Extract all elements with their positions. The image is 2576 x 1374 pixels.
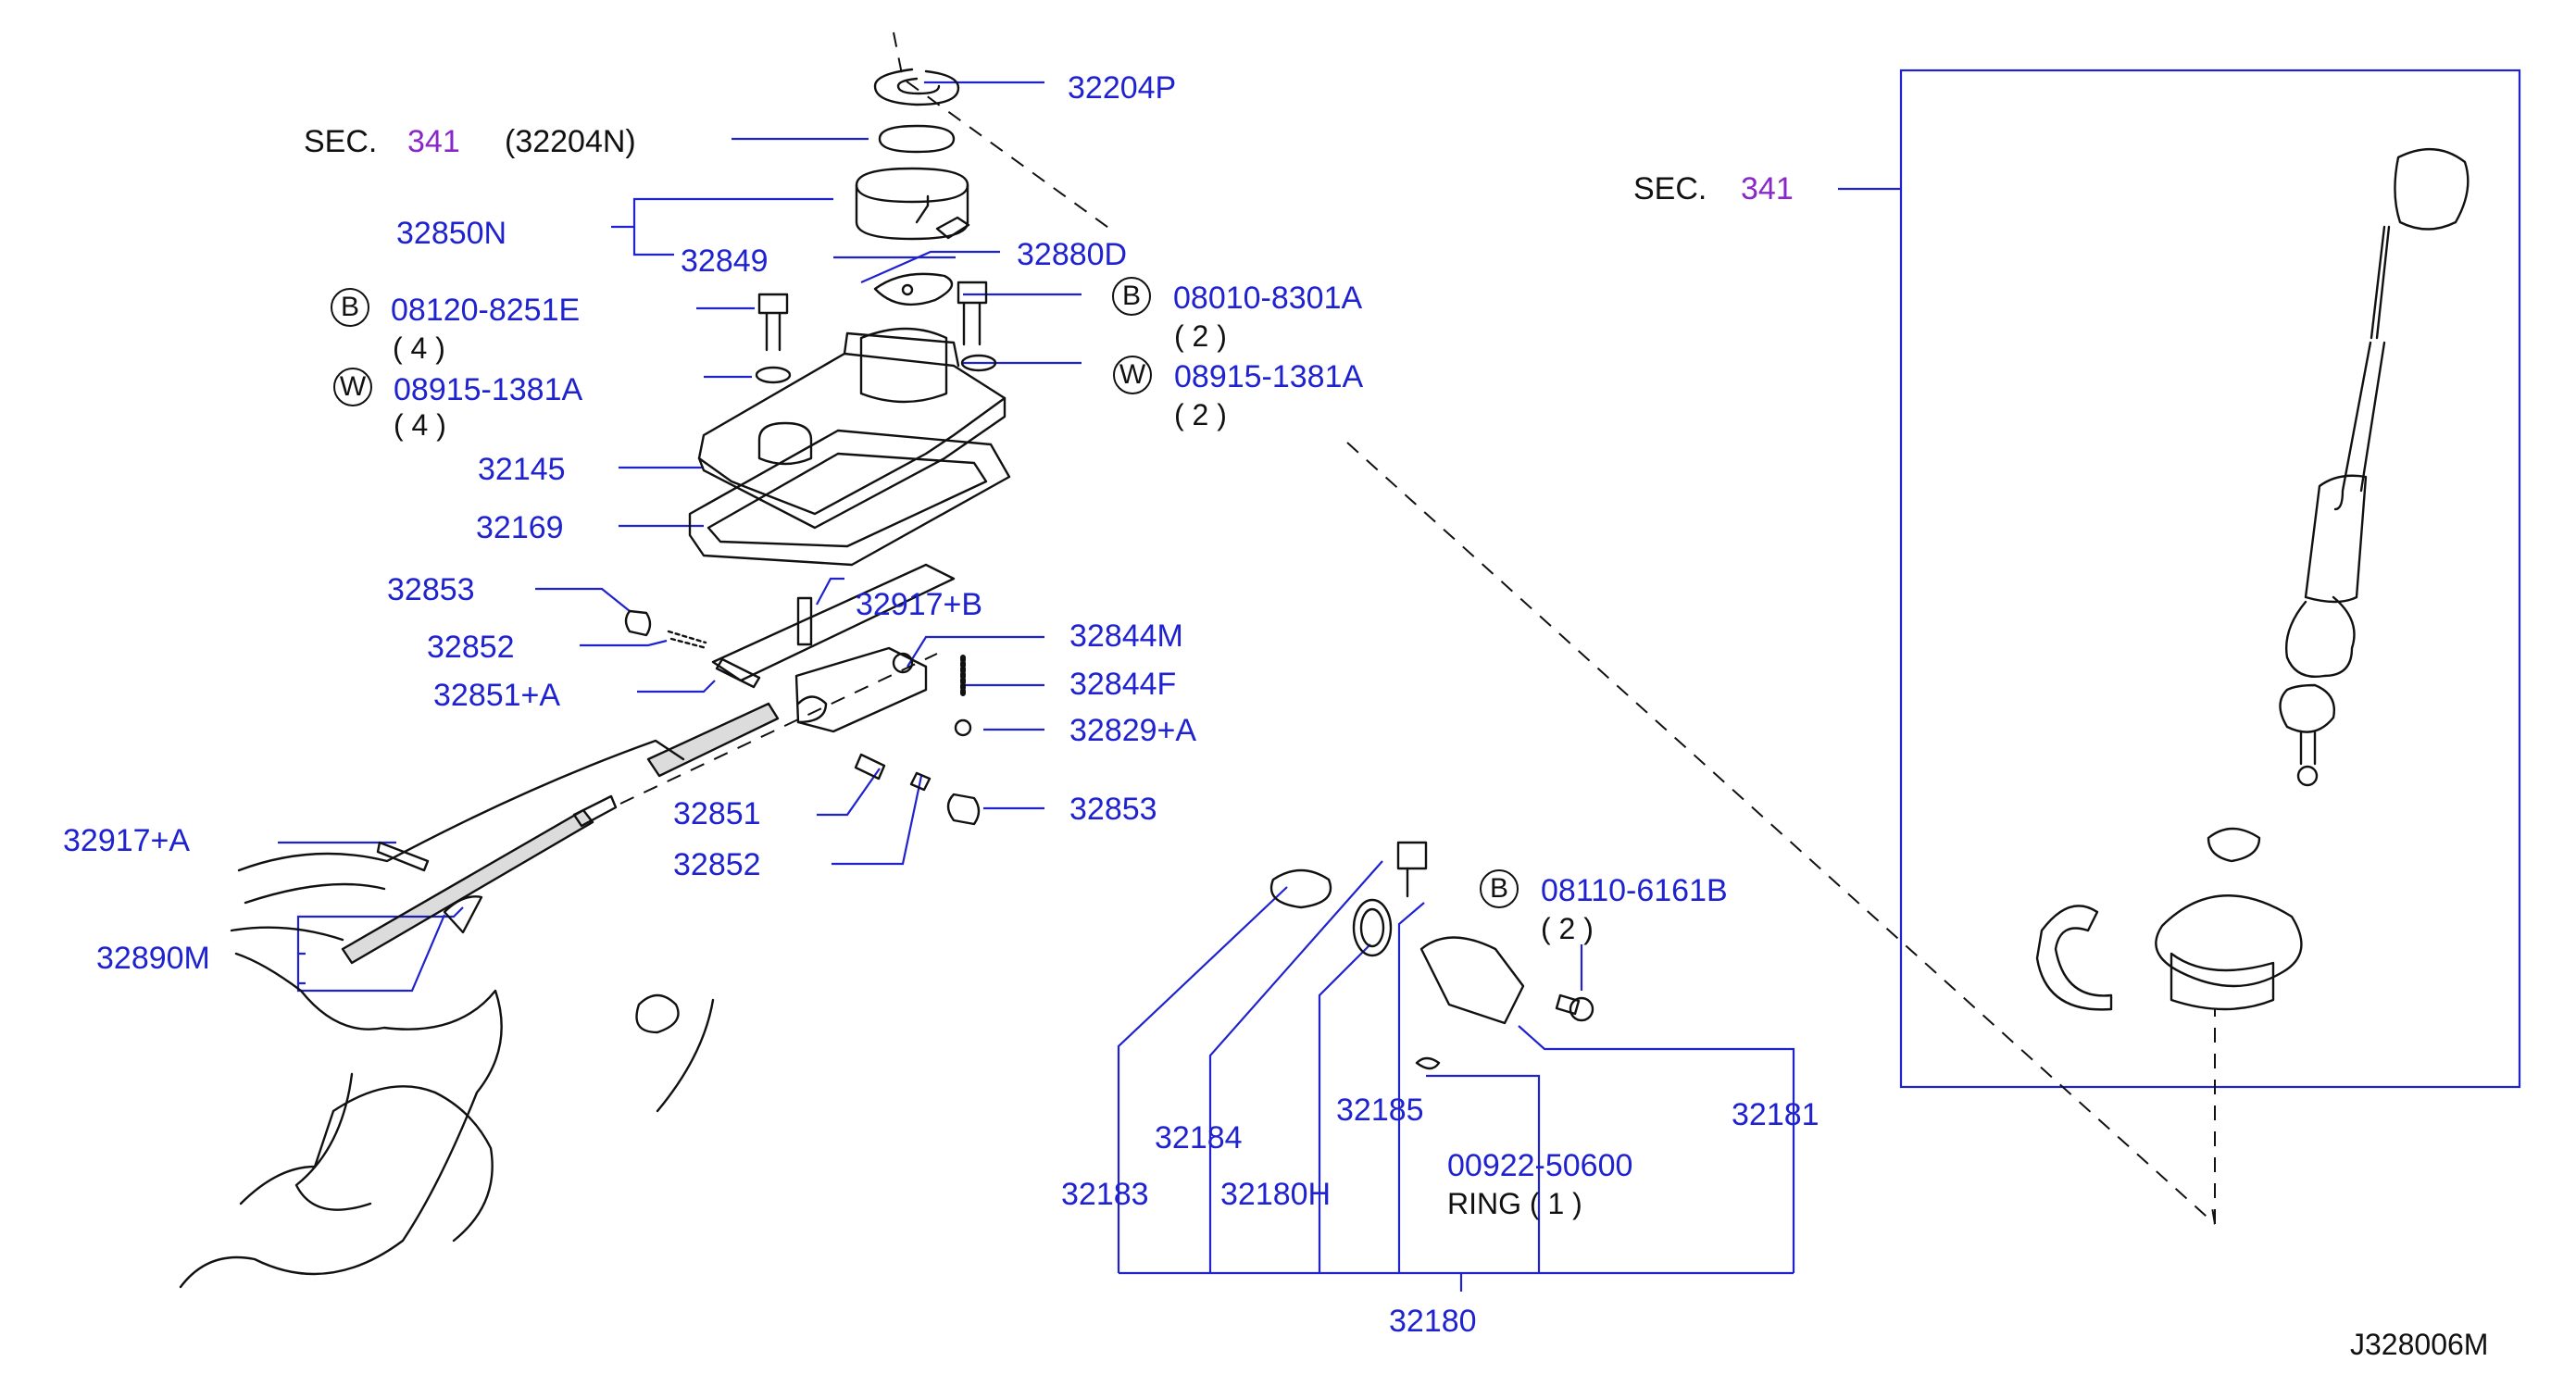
qty-08915-1381A-left: ( 4 ) [394,408,446,442]
part-32180H[interactable]: 32180H [1220,1177,1332,1212]
part-32184[interactable]: 32184 [1155,1120,1243,1155]
part-08010-8301A[interactable]: 08010-8301A [1173,281,1363,316]
sec-prefix-right: SEC. [1633,171,1707,206]
washer-marker-left: W [333,368,372,406]
part-32853-lower[interactable]: 32853 [1069,792,1157,827]
part-32880D[interactable]: 32880D [1017,237,1128,272]
washer-marker-right: W [1113,356,1152,394]
sec-prefix-left: SEC. [304,124,378,159]
part-32204P[interactable]: 32204P [1068,70,1177,106]
qty-08120-8251E: ( 4 ) [393,331,445,365]
part-08110-6161B[interactable]: 08110-6161B [1541,873,1728,908]
qty-08915-1381A-right: ( 2 ) [1174,398,1227,431]
part-32181[interactable]: 32181 [1732,1097,1819,1132]
part-32829-A[interactable]: 32829+A [1069,713,1197,748]
part-32851-A[interactable]: 32851+A [433,678,561,713]
sec-number-right[interactable]: 341 [1741,171,1794,206]
part-32917-A[interactable]: 32917+A [63,823,191,858]
part-32917-B[interactable]: 32917+B [856,587,983,622]
part-08915-1381A-left[interactable]: 08915-1381A [394,372,583,407]
dashed-guides [619,31,2216,1225]
qty-08010-8301A: ( 2 ) [1174,319,1227,353]
part-32844F[interactable]: 32844F [1069,667,1177,702]
leader-lines [278,69,2521,1292]
bolt-marker-bottom: B [1480,869,1519,908]
part-drawings [179,68,2470,1289]
qty-08110-6161B: ( 2 ) [1541,912,1594,945]
sec-part-left: (32204N) [505,124,636,159]
part-32890M[interactable]: 32890M [96,941,210,976]
part-32185[interactable]: 32185 [1336,1093,1424,1128]
part-32852-lower[interactable]: 32852 [673,847,761,882]
sec-number-left[interactable]: 341 [407,124,460,159]
part-fills [343,704,778,963]
ring-qty: RING ( 1 ) [1447,1187,1582,1220]
part-00922-50600[interactable]: 00922-50600 [1447,1148,1633,1183]
part-32145[interactable]: 32145 [478,452,566,487]
diagram-id: J328006M [2350,1328,2489,1361]
part-32851[interactable]: 32851 [673,796,761,831]
part-32852-upper[interactable]: 32852 [427,630,515,665]
part-32849[interactable]: 32849 [681,244,769,279]
part-32853-upper[interactable]: 32853 [387,572,475,607]
part-32169[interactable]: 32169 [476,510,564,545]
part-32180[interactable]: 32180 [1389,1304,1477,1339]
bolt-marker-left: B [331,288,369,327]
bolt-marker-right: B [1112,277,1151,316]
part-32844M[interactable]: 32844M [1069,618,1183,654]
part-08915-1381A-right[interactable]: 08915-1381A [1174,359,1364,394]
part-08120-8251E[interactable]: 08120-8251E [391,293,581,328]
part-32183[interactable]: 32183 [1061,1177,1149,1212]
part-32850N[interactable]: 32850N [396,216,507,251]
